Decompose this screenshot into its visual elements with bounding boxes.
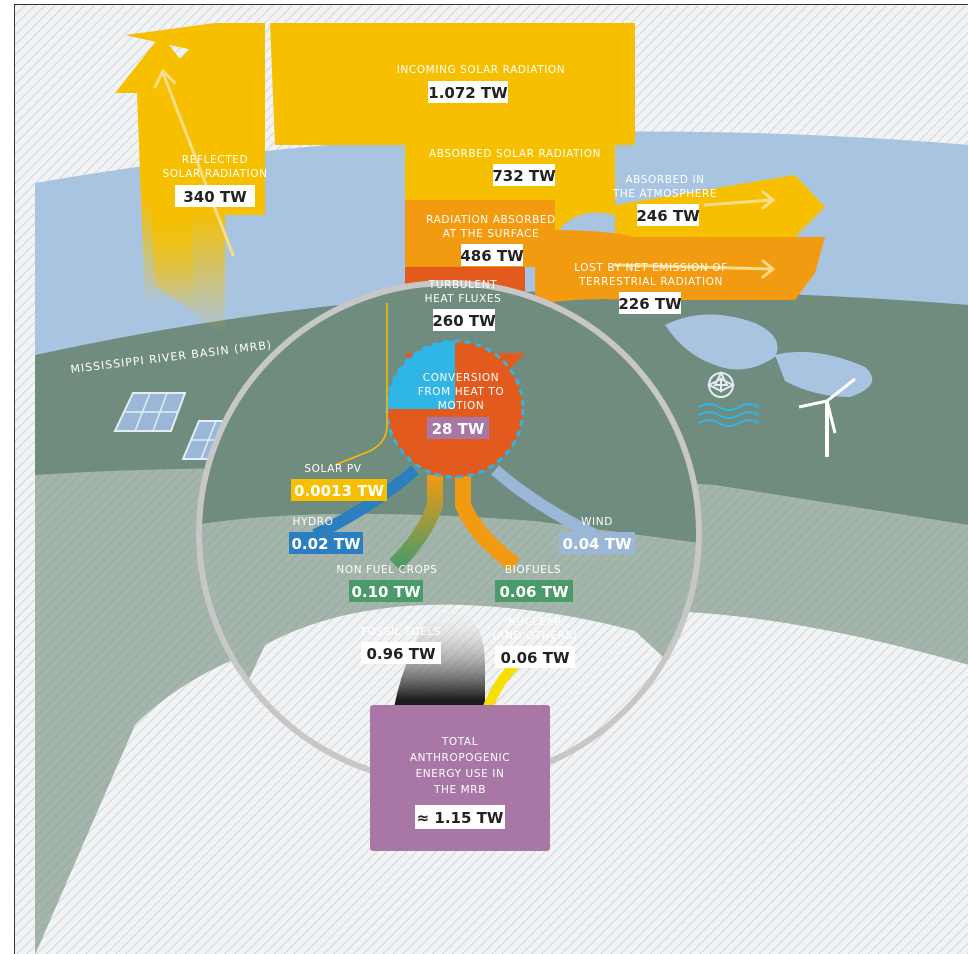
emission-label-1: LOST BY NET EMISSION OF bbox=[574, 262, 728, 274]
energy-flow-diagram: MISSISSIPPI RIVER BASIN (MRB) INCOMING S… bbox=[15, 5, 968, 954]
flow-arrows bbox=[153, 68, 776, 279]
incoming-value: 1.072 TW bbox=[428, 84, 508, 102]
nuclear-value: 0.06 TW bbox=[500, 649, 569, 667]
fossil-fuels-value: 0.96 TW bbox=[366, 645, 435, 663]
wind-value: 0.04 TW bbox=[562, 535, 631, 553]
absorbed-label: ABSORBED SOLAR RADIATION bbox=[429, 148, 601, 160]
non-fuel-crops-label: NON FUEL CROPS bbox=[336, 564, 437, 576]
total-label-1: TOTAL bbox=[441, 736, 478, 748]
emission-value: 226 TW bbox=[618, 295, 682, 313]
biofuels-flow bbox=[455, 475, 520, 572]
conversion-label-3: MOTION bbox=[438, 400, 485, 412]
solar-pv-label: SOLAR PV bbox=[304, 463, 361, 475]
great-lakes bbox=[665, 314, 778, 370]
non-fuel-crops-value: 0.10 TW bbox=[351, 583, 420, 601]
biofuels-value: 0.06 TW bbox=[499, 583, 568, 601]
atmosphere-label-2: THE ATMOSPHERE bbox=[612, 188, 717, 200]
crops-flow bbox=[389, 475, 443, 571]
turbulent-label-1: TURBULENT bbox=[428, 279, 497, 291]
nuclear-label-1: NUCLEAR bbox=[508, 616, 562, 628]
nuclear-label-2: (AND OTHERS) bbox=[492, 630, 577, 642]
conversion-label-2: FROM HEAT TO bbox=[418, 386, 505, 398]
reflected-value: 340 TW bbox=[183, 188, 247, 206]
incoming-label: INCOMING SOLAR RADIATION bbox=[397, 64, 566, 76]
atmosphere-label-1: ABSORBED IN bbox=[625, 174, 704, 186]
reflected-label-2: SOLAR RADIATION bbox=[162, 168, 267, 180]
hydro-value: 0.02 TW bbox=[291, 535, 360, 553]
diagram-frame: MISSISSIPPI RIVER BASIN (MRB) INCOMING S… bbox=[14, 4, 968, 954]
wind-label: WIND bbox=[581, 516, 613, 528]
hydro-turbine-icon bbox=[698, 370, 760, 427]
turbulent-value: 260 TW bbox=[432, 312, 496, 330]
solar-pv-flow bbox=[334, 303, 388, 466]
total-label-2: ANTHROPOGENIC bbox=[410, 752, 510, 764]
hydro-label: HYDRO bbox=[293, 516, 334, 528]
wind-turbine-icon bbox=[798, 377, 856, 457]
fossil-fuels-label: FOSSIL FUELS bbox=[361, 626, 441, 638]
conversion-label-1: CONVERSION bbox=[423, 372, 499, 384]
total-value: ≈ 1.15 TW bbox=[417, 809, 504, 827]
total-label-4: THE MRB bbox=[433, 784, 486, 796]
wind-flow bbox=[491, 465, 598, 541]
surface-label-2: AT THE SURFACE bbox=[443, 228, 540, 240]
atmosphere-value: 246 TW bbox=[636, 207, 700, 225]
biofuels-label: BIOFUELS bbox=[505, 564, 561, 576]
solar-pv-value: 0.0013 TW bbox=[294, 482, 384, 500]
total-label-3: ENERGY USE IN bbox=[416, 768, 505, 780]
emission-label-2: TERRESTRIAL RADIATION bbox=[578, 276, 723, 288]
turbulent-label-2: HEAT FLUXES bbox=[425, 293, 502, 305]
surface-label-1: RADIATION ABSORBED bbox=[426, 214, 556, 226]
reflected-label-1: REFLECTED bbox=[182, 154, 248, 166]
hydro-flow bbox=[312, 465, 419, 541]
surface-value: 486 TW bbox=[460, 247, 524, 265]
conversion-value: 28 TW bbox=[432, 420, 485, 438]
absorbed-value: 732 TW bbox=[492, 167, 556, 185]
